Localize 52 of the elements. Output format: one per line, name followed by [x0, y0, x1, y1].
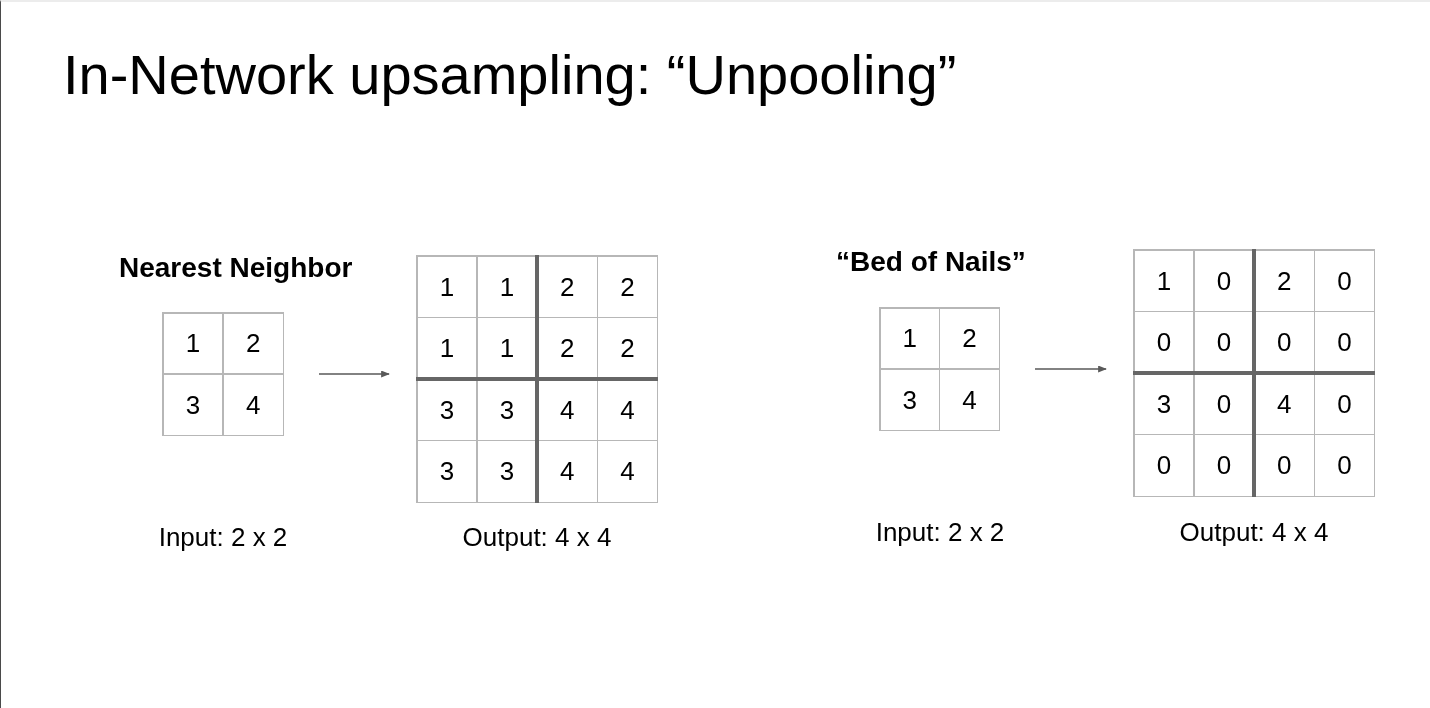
matrix-cell: 3: [163, 374, 223, 435]
matrix-size-caption: Output: 4 x 4: [461, 524, 613, 550]
matrix-cell: 3: [477, 379, 537, 440]
matrix-cell: 0: [1194, 312, 1254, 373]
arrow: [1034, 365, 1107, 373]
matrix-cell: 1: [417, 318, 477, 379]
matrix-grid: [879, 307, 1000, 431]
matrix-grid: [1133, 249, 1376, 497]
matrix-cell: 4: [537, 441, 597, 502]
matrix-cell: 0: [1315, 250, 1374, 311]
matrix-cell: 4: [598, 379, 657, 440]
matrix-cell: 2: [537, 256, 597, 317]
matrix-cell: 3: [417, 441, 477, 502]
matrix-cell: 0: [1194, 435, 1254, 496]
matrix-cell: 0: [1194, 250, 1254, 311]
matrix-cell: 4: [940, 369, 999, 430]
matrix-cell: 4: [1254, 373, 1314, 434]
matrix-cell: 2: [940, 308, 999, 369]
matrix-cell: 3: [417, 379, 477, 440]
matrix-cell: 2: [598, 318, 657, 379]
matrix-cell: 1: [417, 256, 477, 317]
matrix-cell: 2: [1254, 250, 1314, 311]
matrix-cell: 1: [477, 256, 537, 317]
matrix-cell: 4: [223, 374, 283, 435]
method-heading: “Bed of Nails”: [836, 248, 1026, 276]
matrix-cell: 0: [1134, 435, 1194, 496]
matrix-cell: 0: [1254, 312, 1314, 373]
matrix-size-caption: Input: 2 x 2: [874, 519, 1006, 545]
matrix-cell: 3: [1134, 373, 1194, 434]
method-heading: Nearest Neighbor: [119, 254, 353, 282]
matrix-cell: 2: [223, 313, 283, 374]
matrix-grid: [162, 312, 284, 436]
matrix-cell: 2: [598, 256, 657, 317]
matrix-cell: 0: [1315, 435, 1374, 496]
matrix-cell: 1: [163, 313, 223, 374]
matrix-grid: [416, 255, 659, 503]
arrow: [318, 370, 390, 378]
matrix-cell: 4: [598, 441, 657, 502]
matrix-size-caption: Output: 4 x 4: [1178, 519, 1330, 545]
matrix-cell: 0: [1315, 312, 1374, 373]
matrix-cell: 0: [1315, 373, 1374, 434]
matrix-cell: 1: [477, 318, 537, 379]
matrix-cell: 2: [537, 318, 597, 379]
matrix-size-caption: Input: 2 x 2: [157, 524, 289, 550]
matrix-cell: 3: [880, 369, 939, 430]
matrix-cell: 4: [537, 379, 597, 440]
matrix-cell: 0: [1254, 435, 1314, 496]
matrix-cell: 1: [880, 308, 939, 369]
matrix-cell: 0: [1134, 312, 1194, 373]
matrix-cell: 3: [477, 441, 537, 502]
matrix-cell: 1: [1134, 250, 1194, 311]
matrix-cell: 0: [1194, 373, 1254, 434]
